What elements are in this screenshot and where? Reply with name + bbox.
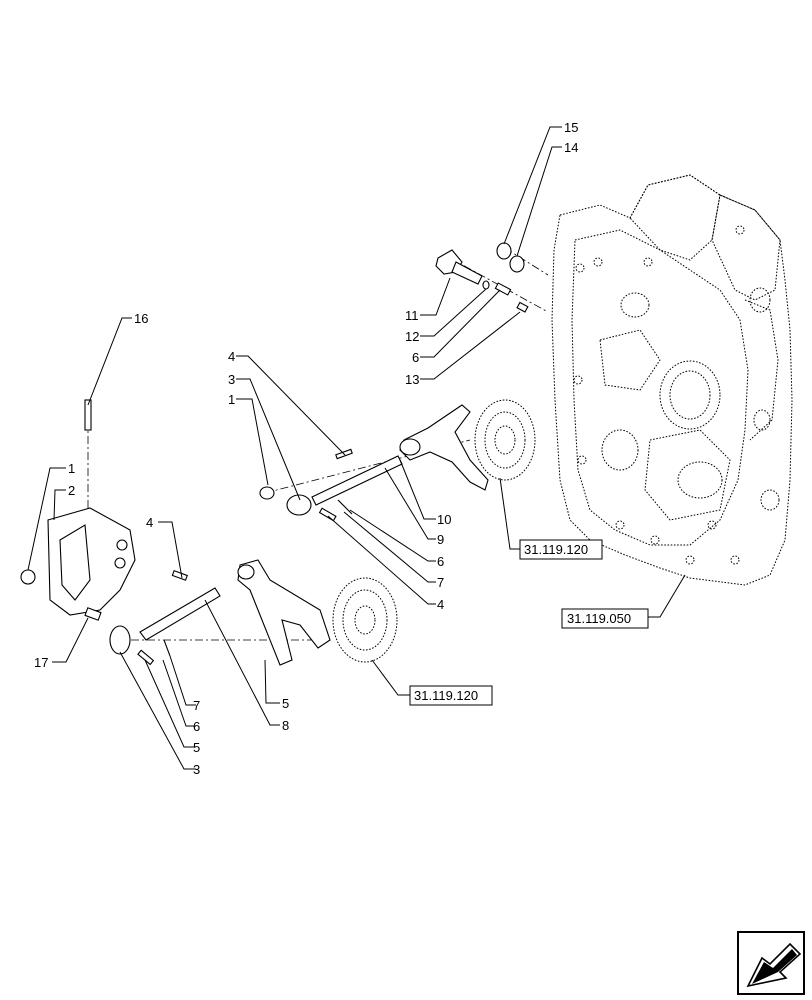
- callout-1: 1: [228, 392, 235, 407]
- callout-6: 6: [193, 719, 200, 734]
- callout-5: 5: [282, 696, 289, 711]
- reference-box-lower[interactable]: 31.119.120: [409, 685, 493, 706]
- callout-1: 1: [68, 461, 75, 476]
- upper-gear-ref: [474, 399, 536, 481]
- callout-9: 9: [437, 532, 444, 547]
- callout-15: 15: [564, 120, 578, 135]
- reference-label: 31.119.120: [414, 688, 478, 703]
- callout-6: 6: [412, 350, 419, 365]
- lower-gear-ref: [332, 577, 398, 663]
- callout-4: 4: [228, 349, 235, 364]
- callout-7: 7: [193, 698, 200, 713]
- transmission-housing: [551, 174, 793, 586]
- next-page-arrow-icon[interactable]: [737, 931, 805, 995]
- leader-lines: [27, 126, 686, 770]
- lower-shift-fork-assembly: [109, 559, 331, 666]
- callout-7: 7: [437, 575, 444, 590]
- callout-5: 5: [193, 740, 200, 755]
- callout-16: 16: [134, 311, 148, 326]
- callout-3: 3: [228, 372, 235, 387]
- callout-2: 2: [68, 483, 75, 498]
- callout-6: 6: [437, 554, 444, 569]
- callout-4: 4: [146, 515, 153, 530]
- reference-label: 31.119.050: [567, 611, 631, 626]
- reference-box-upper[interactable]: 31.119.120: [519, 539, 603, 560]
- callout-12: 12: [405, 329, 419, 344]
- callout-4: 4: [437, 597, 444, 612]
- callout-13: 13: [405, 372, 419, 387]
- reference-label: 31.119.120: [524, 542, 588, 557]
- bolt-group: [435, 242, 549, 313]
- callout-17: 17: [34, 655, 48, 670]
- callout-8: 8: [282, 718, 289, 733]
- callout-labels: 1 2 17 16 4 3 1 4 10 9 6 7 4 5 8 7 6 5 3…: [34, 120, 578, 777]
- detent-plate-assembly: [20, 399, 136, 621]
- callout-14: 14: [564, 140, 578, 155]
- callout-3: 3: [193, 762, 200, 777]
- upper-shift-fork-assembly: [259, 404, 489, 522]
- callout-11: 11: [405, 308, 419, 323]
- callout-10: 10: [437, 512, 451, 527]
- reference-box-housing[interactable]: 31.119.050: [561, 608, 649, 629]
